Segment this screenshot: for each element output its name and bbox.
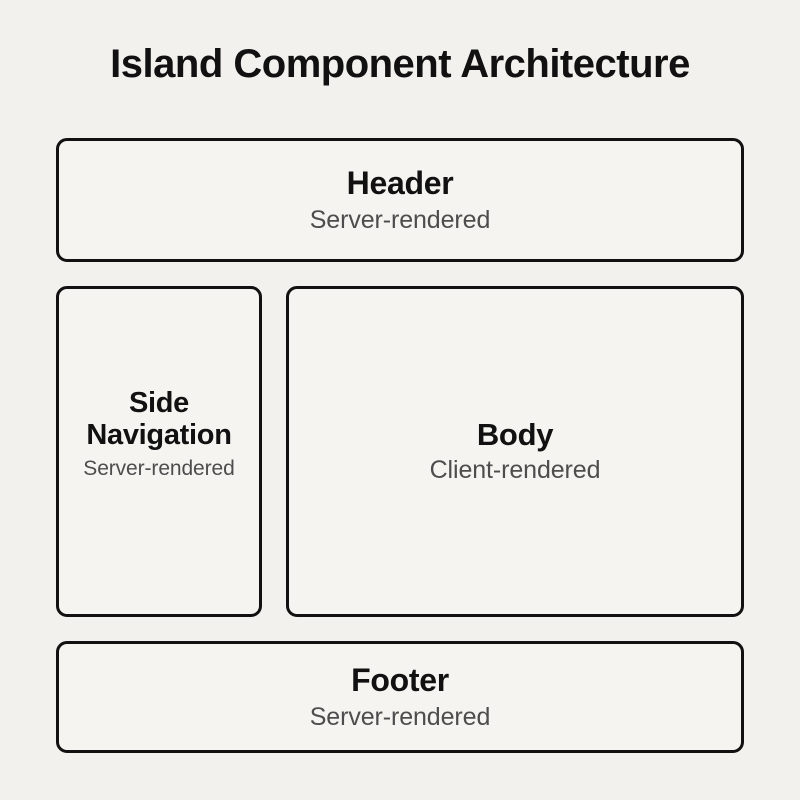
box-body-subtitle: Client-rendered xyxy=(429,456,601,485)
box-header-title: Header xyxy=(346,164,454,201)
box-sidenav-subtitle: Server-rendered xyxy=(83,456,235,480)
architecture-box-footer[interactable]: Footer Server-rendered xyxy=(56,641,744,753)
page-title: Island Component Architecture xyxy=(110,42,690,86)
architecture-box-body[interactable]: Body Client-rendered xyxy=(286,286,744,617)
box-sidenav-title-line-1: Side xyxy=(128,387,190,419)
box-sidenav-title: Side Navigation xyxy=(86,387,232,452)
box-body-title: Body xyxy=(476,416,554,452)
architecture-box-header[interactable]: Header Server-rendered xyxy=(56,138,744,262)
box-header-subtitle: Server-rendered xyxy=(309,205,491,234)
box-footer-subtitle: Server-rendered xyxy=(309,702,491,731)
box-sidenav-title-line-2: Navigation xyxy=(86,419,232,452)
architecture-box-side-navigation[interactable]: Side Navigation Server-rendered xyxy=(56,286,262,617)
box-footer-title: Footer xyxy=(351,661,449,698)
